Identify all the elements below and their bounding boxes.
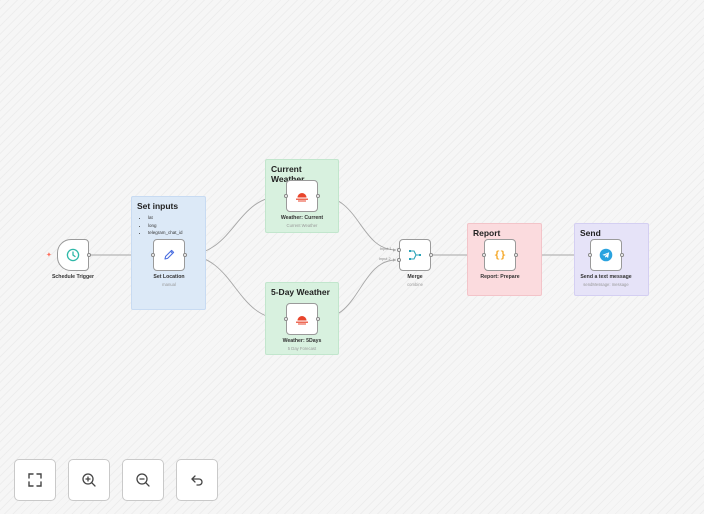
node-label: Schedule Trigger <box>51 274 95 280</box>
input-port-2[interactable] <box>397 258 401 262</box>
sticky-title: 5-Day Weather <box>271 287 330 297</box>
node-subtitle: combine <box>407 282 423 287</box>
node-label: Weather: Current <box>280 215 324 221</box>
node-subtitle: sendMessage: message <box>583 282 629 287</box>
expand-icon <box>28 473 42 487</box>
node-weather-5days[interactable] <box>286 303 318 335</box>
input-2-label: Input 2 <box>379 257 391 261</box>
merge-icon <box>409 250 421 260</box>
node-weather-current[interactable] <box>286 180 318 212</box>
sticky-input-list: lat long telegram_chat_id <box>137 214 200 237</box>
zoom-in-icon <box>82 473 96 487</box>
node-send-message[interactable] <box>590 239 622 271</box>
input-port[interactable] <box>284 317 288 321</box>
output-port[interactable] <box>620 253 624 257</box>
trigger-lightning-icon: ✦ <box>46 252 52 259</box>
zoom-out-icon <box>136 473 150 487</box>
sticky-title: Current Weather <box>271 164 305 184</box>
zoom-in-button[interactable] <box>68 459 110 501</box>
node-label: Weather: 5Days <box>282 338 322 344</box>
pencil-icon <box>164 249 175 260</box>
node-label: Send a text message <box>580 274 632 280</box>
list-item: lat <box>148 214 200 222</box>
output-port[interactable] <box>514 253 518 257</box>
fit-view-button[interactable] <box>14 459 56 501</box>
input-port[interactable] <box>588 253 592 257</box>
node-label: Set Location <box>153 274 185 280</box>
clock-icon <box>66 248 80 262</box>
input-port[interactable] <box>284 194 288 198</box>
weather-icon <box>296 316 308 325</box>
node-set-location[interactable] <box>153 239 185 271</box>
output-port[interactable] <box>183 253 187 257</box>
sticky-title: Set inputs <box>137 201 179 211</box>
node-subtitle: 5 Day Forecast <box>287 346 317 351</box>
list-item: long <box>148 222 200 230</box>
undo-icon <box>191 475 203 486</box>
output-port[interactable] <box>316 317 320 321</box>
input-1-label: Input 1 <box>380 247 392 251</box>
node-schedule-trigger[interactable] <box>57 239 89 271</box>
output-port[interactable] <box>429 253 433 257</box>
input-port-1[interactable] <box>397 248 401 252</box>
output-port[interactable] <box>316 194 320 198</box>
telegram-icon <box>599 248 613 262</box>
weather-icon <box>296 193 308 202</box>
node-merge[interactable] <box>399 239 431 271</box>
sticky-title: Send <box>580 228 601 238</box>
node-subtitle: manual <box>162 282 176 287</box>
node-report-prepare[interactable]: {} <box>484 239 516 271</box>
node-subtitle: Current Weather <box>286 223 318 228</box>
input-port[interactable] <box>151 253 155 257</box>
reset-zoom-button[interactable] <box>176 459 218 501</box>
node-label: Merge <box>407 274 423 280</box>
list-item: telegram_chat_id <box>148 229 200 237</box>
node-label: Report: Prepare <box>480 274 520 280</box>
output-port[interactable] <box>87 253 91 257</box>
input-port[interactable] <box>482 253 486 257</box>
code-braces-icon: {} <box>493 249 507 261</box>
sticky-title: Report <box>473 228 501 238</box>
zoom-out-button[interactable] <box>122 459 164 501</box>
